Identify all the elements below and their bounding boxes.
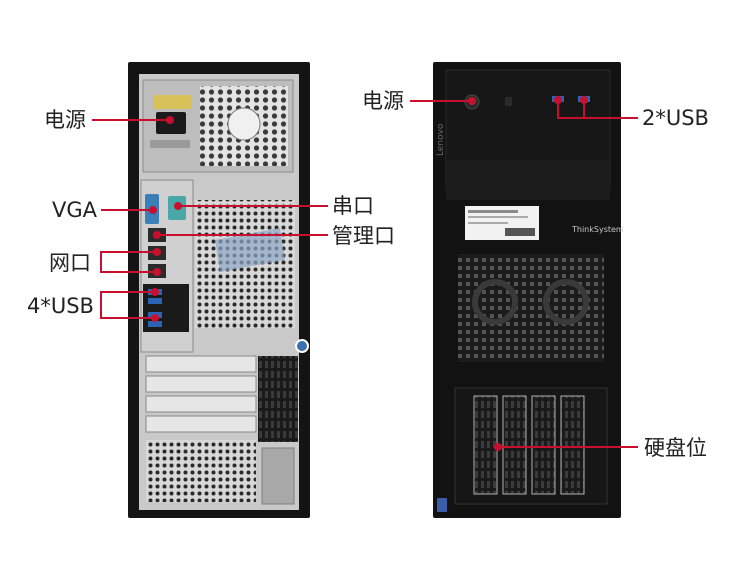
label-management: 管理口 xyxy=(332,224,395,248)
label-serial: 串口 xyxy=(332,194,374,218)
server-rear-view xyxy=(128,62,310,518)
drive-bay-2 xyxy=(502,395,527,495)
front-fan-grille xyxy=(458,254,604,362)
usb-port-4 xyxy=(148,321,162,327)
rear-thumbscrew xyxy=(295,339,309,353)
label-usb-rear: 4*USB xyxy=(27,294,94,318)
psu-label-sticker xyxy=(153,95,191,109)
rear-vent-lower xyxy=(146,440,256,502)
line-lan xyxy=(100,251,157,273)
front-badge xyxy=(437,498,447,512)
front-mid-bezel xyxy=(446,160,610,200)
label-usb-front: 2*USB xyxy=(642,106,709,130)
psu-module xyxy=(142,79,294,173)
psu-handle xyxy=(150,140,190,148)
line-usb-rear xyxy=(100,291,155,319)
line-usb-front xyxy=(557,100,638,119)
rear-sticker-blue xyxy=(215,228,285,272)
callout-lines xyxy=(92,96,638,451)
server-front-view: Lenovo ThinkSystem xyxy=(433,62,624,518)
label-vga: VGA xyxy=(52,198,98,222)
drive-bay-1 xyxy=(473,395,498,495)
label-lan: 网口 xyxy=(49,251,91,275)
drive-bay-3 xyxy=(531,395,556,495)
label-front-power: 电源 xyxy=(362,89,404,113)
usb-port-2 xyxy=(148,298,162,304)
front-indicator xyxy=(505,97,512,106)
front-fan-1 xyxy=(472,279,518,325)
expansion-slots xyxy=(145,355,298,442)
front-model-text: ThinkSystem xyxy=(571,225,624,234)
front-fan-2 xyxy=(543,279,589,325)
rear-lock-plate xyxy=(261,447,295,505)
label-back-power: 电源 xyxy=(44,108,86,132)
label-drive-bays: 硬盘位 xyxy=(644,436,707,460)
drive-bay-4 xyxy=(560,395,585,495)
front-brand-logo: Lenovo xyxy=(436,123,446,156)
psu-fan-hub xyxy=(227,107,261,141)
